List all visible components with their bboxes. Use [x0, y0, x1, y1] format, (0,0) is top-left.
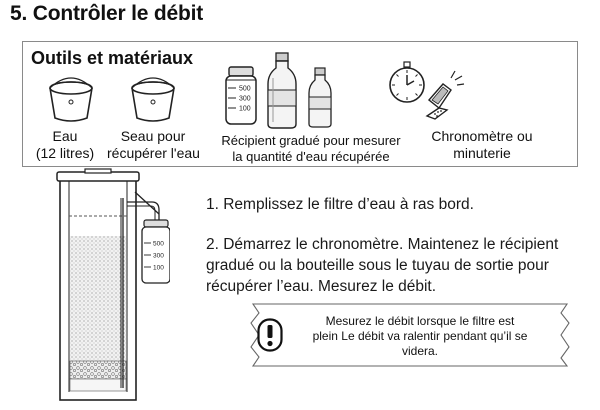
note-line: videra. — [401, 344, 439, 358]
tool-label-line: récupérer l'eau — [107, 145, 200, 161]
tools-heading: Outils et matériaux — [31, 48, 194, 68]
mobile-phone-icon — [425, 70, 465, 120]
step-2: 2. Démarrez le chronomètre. Maintenez le… — [206, 234, 558, 297]
tool-label-line: Seau pour — [120, 128, 186, 144]
step-1: 1. Remplissez le filtre d’eau à ras bord… — [206, 196, 474, 213]
graduated-container-icon: 500 300 100 — [225, 66, 257, 125]
jar-mark: 300 — [239, 96, 251, 103]
bottle-icon — [267, 52, 297, 129]
tool-label-water: Eau (12 litres) — [25, 128, 105, 162]
tool-label-line: la quantité d'eau récupérée — [232, 149, 390, 164]
bucket-icon — [131, 77, 175, 122]
note-frame — [250, 303, 570, 367]
jar-mark: 300 — [153, 253, 164, 260]
note-line: Mesurez le débit lorsque le filtre est — [325, 314, 515, 328]
page-title: 5. Contrôler le débit — [10, 2, 203, 25]
tool-label-stopwatch: Chronomètre ou minuterie — [412, 128, 552, 162]
water-filter-diagram: 500 300 100 — [56, 168, 170, 401]
tool-label-bucket: Seau pour récupérer l'eau — [107, 128, 200, 162]
stopwatch-icon — [389, 61, 425, 103]
bucket-icon — [49, 77, 93, 122]
caution-note: Mesurez le débit lorsque le filtre est p… — [245, 301, 575, 369]
bottle-icon — [308, 67, 332, 128]
jar-mark: 100 — [239, 106, 251, 113]
tool-label-line: Chronomètre ou — [431, 128, 533, 144]
tools-materials-box: Outils et matériaux Eau (12 litres) Seau… — [22, 41, 578, 167]
exclamation-icon — [257, 318, 283, 352]
note-text: Mesurez le débit lorsque le filtre est p… — [289, 314, 551, 359]
tool-label-line: (12 litres) — [35, 145, 95, 161]
jar-mark: 500 — [239, 86, 251, 93]
tool-label-line: Eau — [52, 128, 78, 144]
note-line: plein Le débit va ralentir pendant qu’il… — [312, 329, 528, 343]
jar-mark: 100 — [153, 265, 164, 272]
tool-label-graduated-container: Récipient gradué pour mesurer la quantit… — [211, 133, 411, 165]
step-2-line: gradué ou la bouteille sous le tuyau de … — [206, 257, 549, 274]
jar-mark: 500 — [153, 241, 164, 248]
tool-label-line: minuterie — [453, 145, 511, 161]
tool-label-line: Récipient gradué pour mesurer — [221, 133, 401, 148]
step-2-line: récupérer l’eau. Mesurez le débit. — [206, 278, 437, 295]
step-2-line: 2. Démarrez le chronomètre. Maintenez le… — [206, 236, 559, 253]
